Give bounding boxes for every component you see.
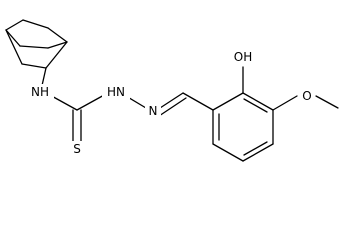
molecule-structure: NH HN N S OH O <box>5 19 339 162</box>
bond <box>47 41 68 49</box>
bond <box>212 92 244 111</box>
atom-label-s: S <box>73 142 81 156</box>
bond <box>243 141 268 156</box>
bond <box>76 93 107 111</box>
bond <box>5 29 21 47</box>
atom-label-o: O <box>302 89 311 103</box>
bond <box>5 19 24 31</box>
bond <box>242 143 274 162</box>
bond <box>315 95 339 109</box>
atom-label-hn: HN <box>107 85 125 99</box>
bond <box>158 97 187 117</box>
atom-label-n: N <box>149 104 158 118</box>
bond <box>5 29 23 65</box>
atom-label-nh: NH <box>31 85 49 99</box>
bond <box>47 27 68 43</box>
bond <box>159 92 184 109</box>
norbornane-cage <box>5 19 68 69</box>
ring-substituents <box>242 66 339 111</box>
bond <box>22 19 49 29</box>
atom-label-oh: OH <box>234 50 252 64</box>
benzene-ring <box>212 92 274 162</box>
bond <box>243 98 268 113</box>
bond <box>182 92 214 111</box>
bond <box>19 45 49 49</box>
bond <box>21 63 47 69</box>
bond <box>272 95 298 111</box>
bond <box>45 41 68 69</box>
bond <box>242 92 274 111</box>
thiosemicarbazone-chain <box>40 67 214 144</box>
bond <box>212 143 244 162</box>
atom-labels: NH HN N S OH O <box>26 49 315 156</box>
